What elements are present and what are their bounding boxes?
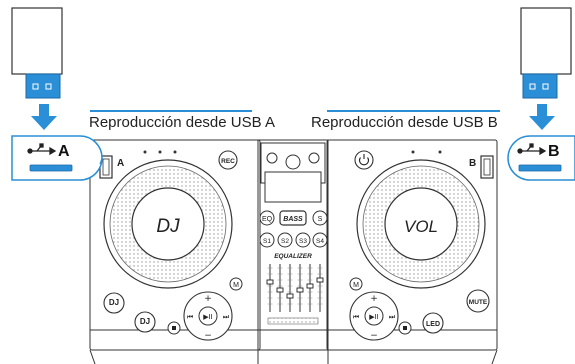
stop-button-left[interactable] — [167, 321, 181, 335]
power-button[interactable] — [354, 150, 374, 170]
s1-button[interactable]: S1 — [259, 232, 275, 248]
equalizer-label: EQUALIZER — [274, 253, 312, 260]
dj-button-1[interactable]: DJ — [103, 292, 125, 314]
next-icon: ⏭ — [223, 313, 230, 321]
svg-text:S: S — [318, 216, 323, 223]
mixer-display — [264, 171, 322, 203]
usb-port-a-label: A — [117, 158, 124, 169]
jog-wheel-right[interactable]: VOL — [356, 159, 486, 289]
usb-drive-right-icon — [520, 7, 572, 99]
eq-slider-knob — [316, 277, 324, 283]
play-pause-icon: ▶II — [369, 313, 379, 321]
next-icon: ⏭ — [389, 313, 396, 321]
svg-text:MUTE: MUTE — [469, 299, 488, 306]
mixer-bottom-pattern — [267, 317, 319, 325]
rec-button[interactable]: REC — [218, 150, 238, 170]
svg-text:S3: S3 — [299, 238, 307, 245]
eq-slider-knob — [266, 279, 274, 285]
svg-text:DJ: DJ — [109, 298, 119, 307]
svg-text:S4: S4 — [316, 238, 324, 245]
caption-usb-b: Reproducción desde USB B — [311, 114, 498, 131]
svg-text:+: + — [204, 294, 212, 304]
stop-button-right[interactable] — [398, 321, 412, 335]
usb-slot-right — [518, 164, 562, 172]
svg-text:−: − — [370, 331, 378, 341]
eq-slider-knob — [276, 287, 284, 293]
arrow-down-left-icon — [31, 104, 57, 130]
usb-drive-left-icon — [11, 7, 63, 99]
usb-port-a[interactable]: A — [99, 155, 124, 179]
s3-button[interactable]: S3 — [295, 232, 311, 248]
play-pause-icon: ▶II — [203, 313, 213, 321]
led-button[interactable]: LED — [422, 312, 444, 334]
s-button[interactable]: S — [312, 210, 328, 226]
svg-text:+: + — [370, 294, 378, 304]
usb-port-b-label: B — [469, 158, 476, 169]
svg-text:EQ: EQ — [262, 216, 273, 223]
svg-text:DJ: DJ — [140, 317, 150, 326]
jog-wheel-left[interactable]: DJ — [103, 159, 233, 289]
svg-text:S2: S2 — [281, 238, 289, 245]
mode-button-left[interactable]: M — [229, 277, 243, 291]
svg-text:S1: S1 — [263, 238, 271, 245]
jog-wheel-right-label: VOL — [404, 217, 438, 236]
dj-button-2[interactable]: DJ — [134, 311, 156, 333]
equalizer-sliders[interactable] — [266, 264, 324, 312]
svg-text:−: − — [204, 331, 212, 341]
s4-button[interactable]: S4 — [312, 232, 328, 248]
svg-text:M: M — [353, 282, 359, 289]
eq-button[interactable]: EQ — [259, 210, 275, 226]
s2-button[interactable]: S2 — [277, 232, 293, 248]
svg-text:M: M — [233, 282, 239, 289]
usb-callout-left-letter: A — [58, 143, 70, 160]
indicator-leds-left — [143, 150, 177, 154]
arrow-down-right-icon — [529, 104, 555, 130]
eq-slider-knob — [286, 293, 294, 299]
indicator-leds-right — [411, 150, 442, 154]
mute-button[interactable]: MUTE — [466, 289, 490, 313]
svg-text:REC: REC — [221, 158, 235, 165]
mixer-top-knobs[interactable] — [266, 152, 320, 170]
usb-port-b[interactable]: B — [469, 155, 494, 179]
usb-slot-left — [29, 164, 73, 172]
jog-wheel-left-label: DJ — [156, 216, 180, 237]
bass-button[interactable]: BASS — [279, 210, 307, 226]
prev-icon: ⏮ — [353, 313, 359, 321]
dj-controller-device — [89, 139, 498, 364]
usb-symbol-icon — [517, 143, 547, 156]
eq-slider-knob — [306, 283, 314, 289]
usb-callout-right: B — [507, 135, 575, 181]
svg-text:BASS: BASS — [283, 216, 303, 223]
transport-pad-right[interactable]: ▶II + − ⏮ ⏭ — [349, 291, 399, 341]
transport-pad-left[interactable]: ▶II + − ⏮ ⏭ — [183, 291, 233, 341]
svg-text:LED: LED — [426, 321, 440, 328]
prev-icon: ⏮ — [187, 313, 193, 321]
usb-callout-right-letter: B — [548, 143, 560, 160]
eq-slider-knob — [296, 287, 304, 293]
mode-button-right[interactable]: M — [349, 277, 363, 291]
usb-symbol-icon — [27, 143, 57, 156]
caption-usb-a: Reproducción desde USB A — [89, 114, 275, 131]
usb-callout-left: A — [11, 135, 103, 181]
